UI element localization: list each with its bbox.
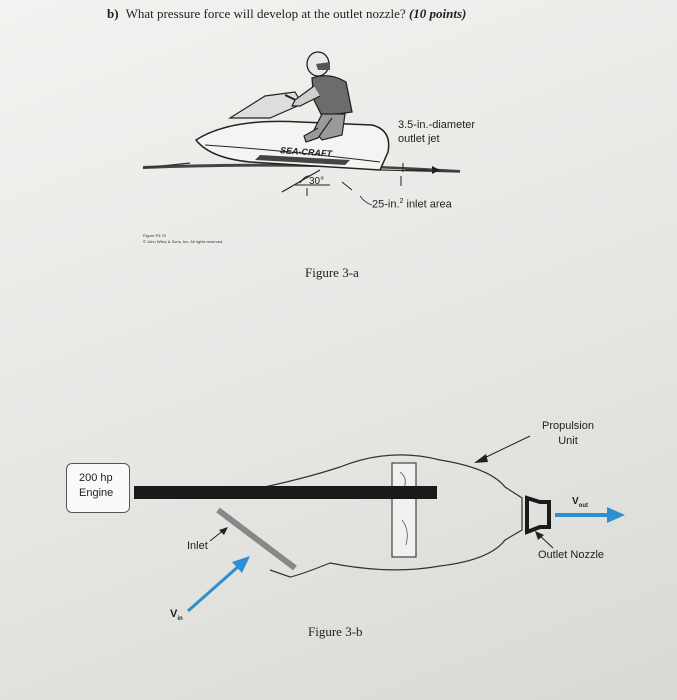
question-letter: b) bbox=[107, 6, 119, 21]
figure-3a-caption: Figure 3-a bbox=[305, 265, 359, 280]
outlet-nozzle bbox=[525, 495, 551, 535]
inlet-area-sup: 2 bbox=[399, 198, 404, 205]
question-text: b) What pressure force will develop at t… bbox=[107, 6, 466, 22]
propulsion-unit-body bbox=[249, 454, 523, 578]
inlet-area-value: 25-in. bbox=[372, 198, 400, 211]
propulsion-unit-label: Propulsion Unit bbox=[538, 419, 598, 449]
question-points: (10 points) bbox=[408, 6, 467, 21]
vout-label: Vout bbox=[572, 496, 588, 509]
figure-credit: Figure P3.75 © John Wiley & Sons, Inc. A… bbox=[143, 233, 263, 245]
vin-subscript: in bbox=[177, 616, 183, 623]
outlet-jet-label-line2: outlet jet bbox=[398, 133, 440, 145]
engine-box: 200 hp Engine bbox=[66, 463, 130, 513]
vin-label: Vin bbox=[170, 608, 183, 622]
figure-credit-line2: © John Wiley & Sons, Inc. All rights res… bbox=[143, 239, 224, 244]
question-body: What pressure force will develop at the … bbox=[125, 6, 406, 21]
impeller bbox=[391, 462, 417, 558]
inlet-area-tail: inlet area bbox=[403, 198, 452, 211]
engine-line1: 200 hp bbox=[79, 472, 113, 484]
propulsion-line1: Propulsion bbox=[542, 420, 594, 432]
propulsion-line2: Unit bbox=[558, 435, 578, 447]
angle-label: 30° bbox=[309, 176, 325, 187]
outlet-jet-label-line1: 3.5-in.-diameter bbox=[398, 119, 476, 131]
water-surface bbox=[143, 163, 460, 172]
inlet-area-label: 25-in.2 inlet area bbox=[372, 198, 452, 211]
vin-arrow bbox=[187, 563, 241, 613]
inlet-label: Inlet bbox=[187, 540, 208, 552]
vout-symbol: V bbox=[572, 496, 579, 507]
outlet-nozzle-label: Outlet Nozzle bbox=[538, 549, 605, 561]
outlet-jet-label: 3.5-in.-diameter outlet jet bbox=[398, 118, 475, 146]
figure-credit-line1: Figure P3.75 bbox=[143, 233, 166, 238]
vin-symbol: V bbox=[170, 608, 178, 620]
engine-line2: Engine bbox=[79, 487, 114, 499]
inlet-plate bbox=[216, 507, 297, 571]
figure-3b-caption: Figure 3-b bbox=[308, 624, 363, 639]
drive-shaft bbox=[134, 486, 437, 499]
vout-subscript: out bbox=[578, 503, 588, 509]
